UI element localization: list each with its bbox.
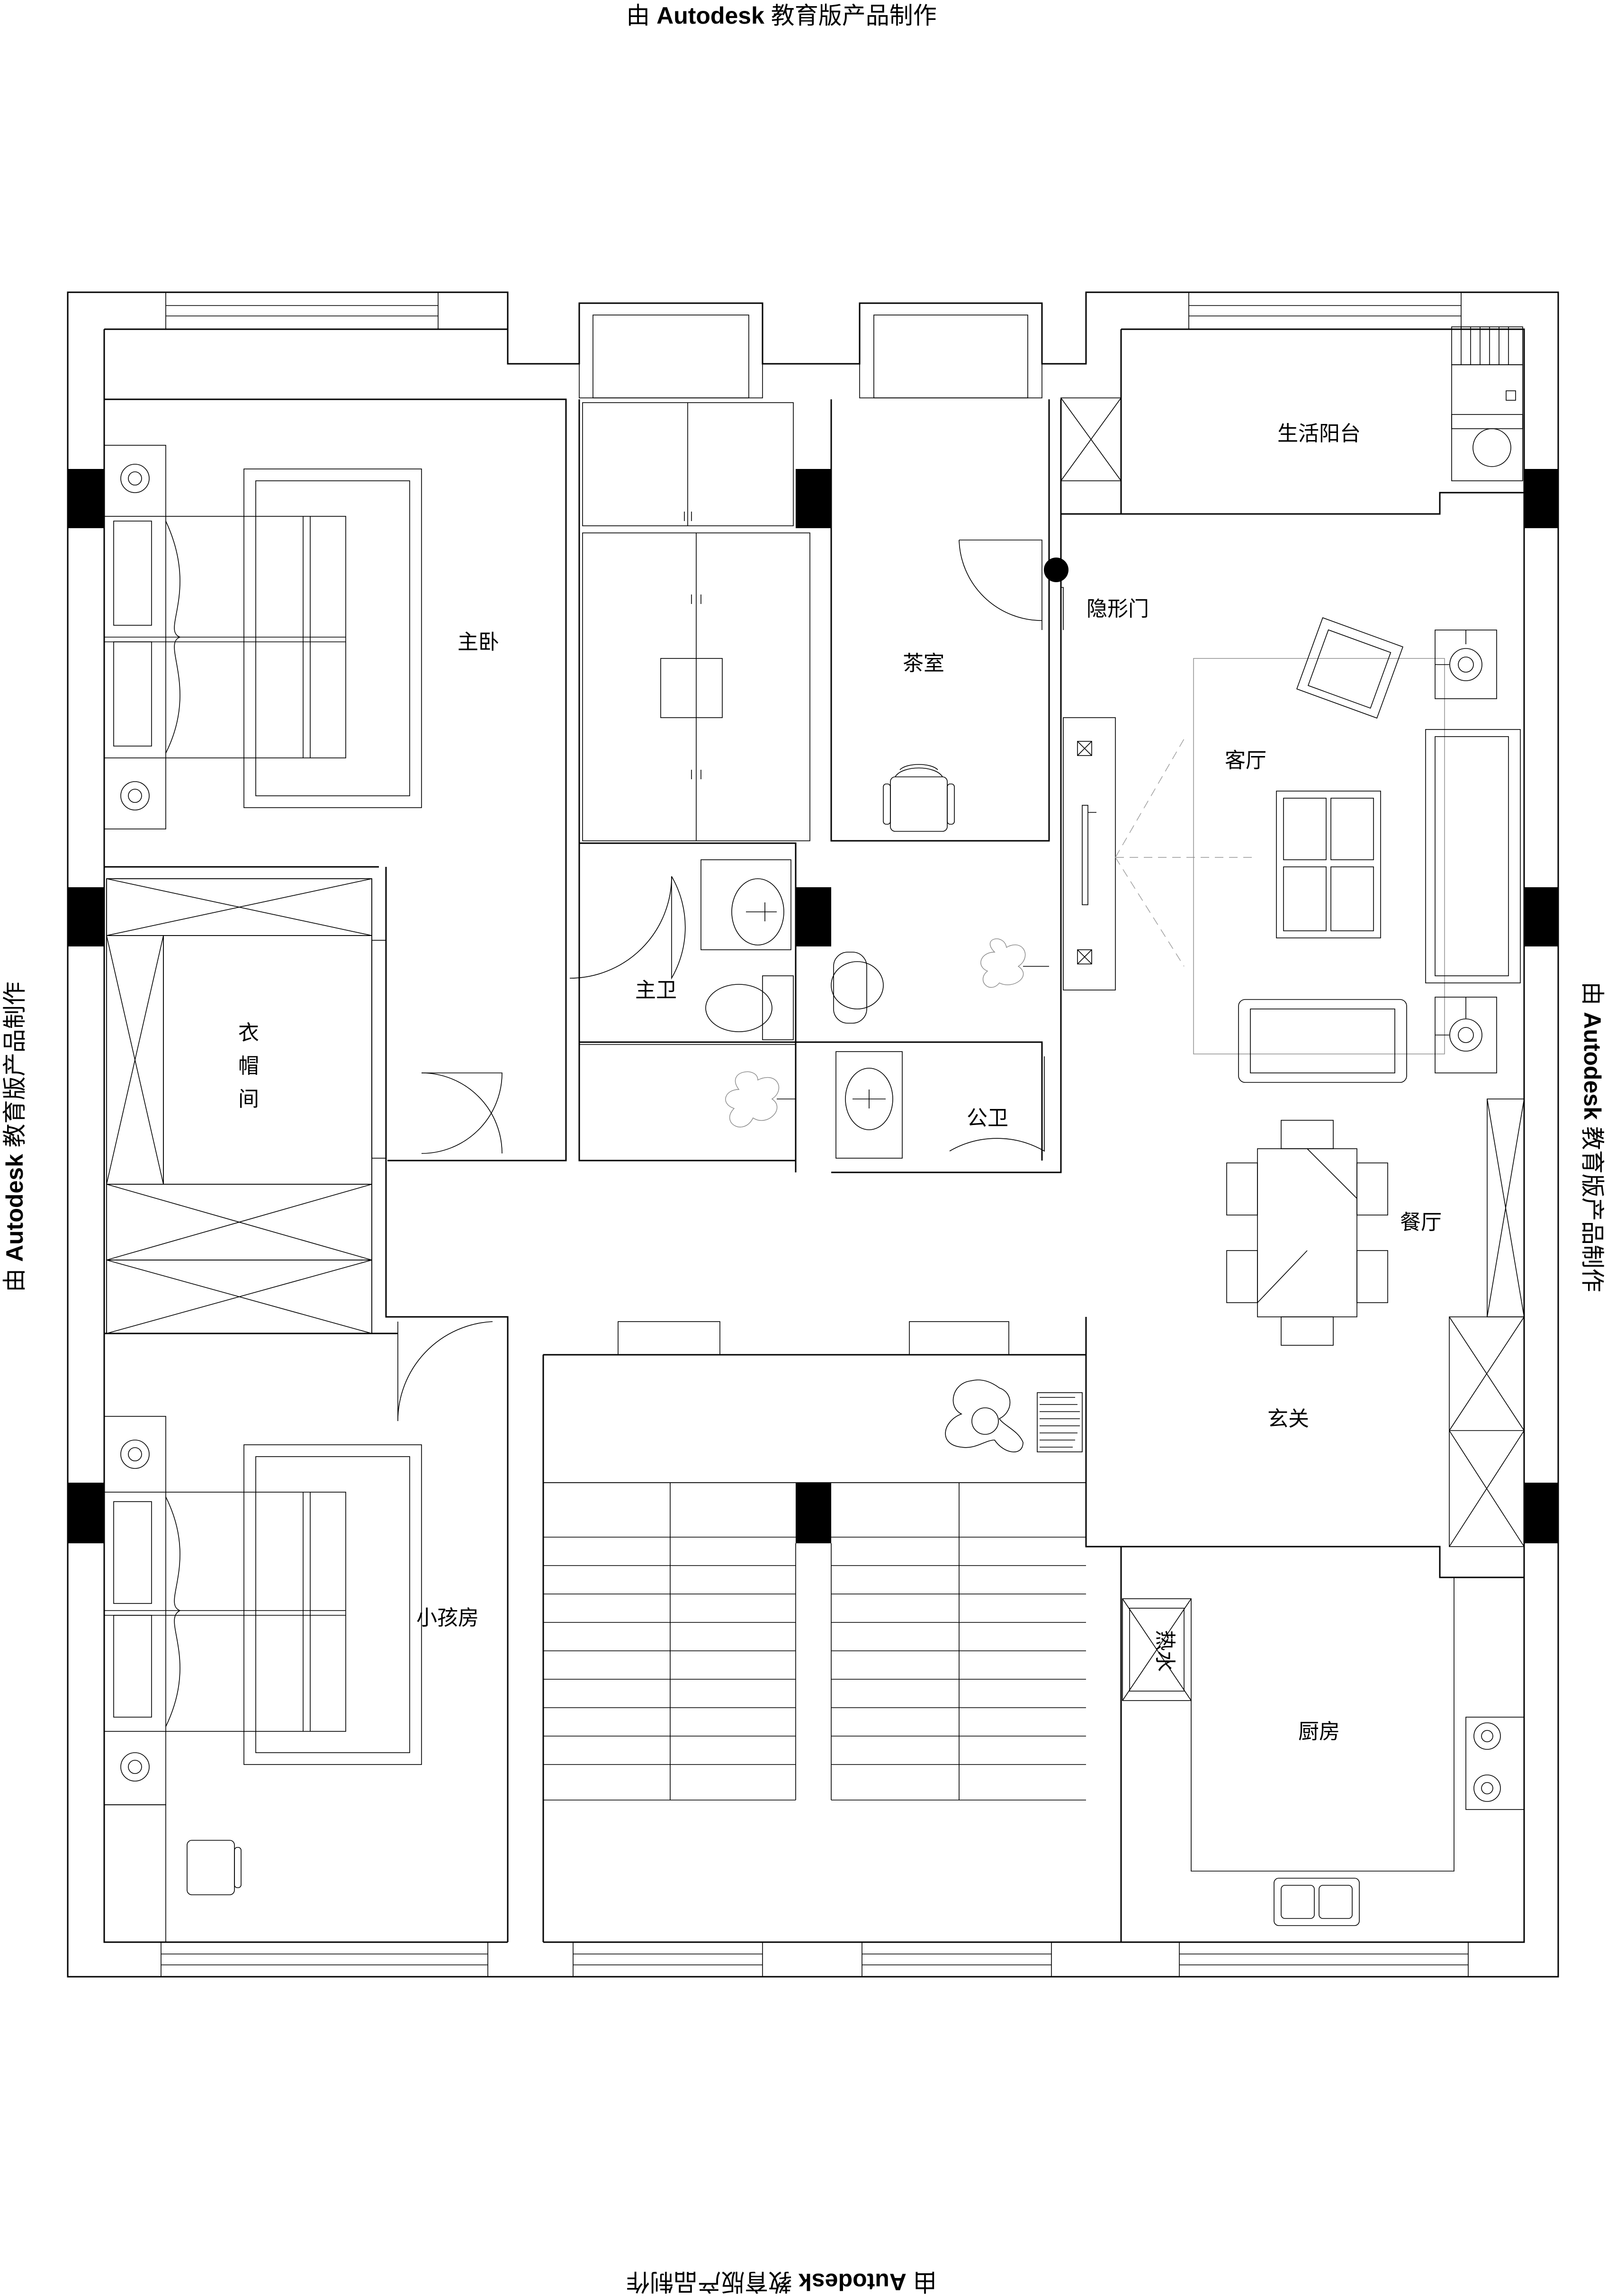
tea-area-cabinets — [582, 402, 810, 841]
label-cloakroom-3: 间 — [238, 1087, 259, 1111]
public-bath-fixtures — [831, 938, 1049, 1159]
room-labels: 主卧 茶室 隐形门 生活阳台 客厅 衣 帽 间 主卫 公卫 餐厅 玄关 小孩房 … — [238, 422, 1442, 1744]
dining-table — [1226, 1120, 1388, 1346]
label-water-heater: 热水 — [1153, 1630, 1177, 1672]
watermark-bottom: 由 Autodesk 教育版产品制作 — [626, 2269, 937, 2295]
entry-cabinets — [1449, 1098, 1525, 1547]
label-cloakroom-1: 衣 — [238, 1021, 259, 1045]
label-master-bedroom: 主卧 — [458, 630, 499, 654]
watermark-right: 由 Autodesk 教育版产品制作 — [1579, 981, 1606, 1292]
label-dining-room: 餐厅 — [1400, 1210, 1442, 1234]
label-public-bath: 公卫 — [967, 1106, 1008, 1130]
balcony-appliances — [1060, 326, 1523, 481]
label-tea-room: 茶室 — [903, 651, 944, 675]
doors — [397, 540, 1064, 1422]
living-room-furniture — [1193, 617, 1521, 1083]
label-living-room: 客厅 — [1225, 748, 1266, 773]
structural-columns — [68, 469, 1558, 1543]
interior-walls — [104, 329, 1524, 1942]
tea-room-chair — [883, 764, 955, 832]
label-service-balcony: 生活阳台 — [1277, 422, 1361, 446]
label-master-bath: 主卫 — [635, 978, 677, 1002]
label-foyer: 玄关 — [1267, 1407, 1309, 1431]
label-kids-room: 小孩房 — [416, 1606, 479, 1630]
stairwell — [543, 1321, 1086, 1801]
kids-bed — [104, 1416, 422, 1943]
watermark-left: 由 Autodesk 教育版产品制作 — [1, 981, 28, 1292]
label-hidden-door: 隐形门 — [1086, 597, 1149, 621]
label-cloakroom-2: 帽 — [238, 1054, 259, 1078]
master-bath-fixtures — [579, 859, 796, 1127]
watermark-top: 由 Autodesk 教育版产品制作 — [626, 2, 937, 29]
cloakroom-wardrobes — [106, 878, 386, 1334]
tv-cabinet — [1063, 717, 1255, 990]
kitchen-fixtures — [1122, 1577, 1525, 1926]
master-bed — [104, 445, 422, 829]
label-kitchen: 厨房 — [1298, 1720, 1340, 1744]
